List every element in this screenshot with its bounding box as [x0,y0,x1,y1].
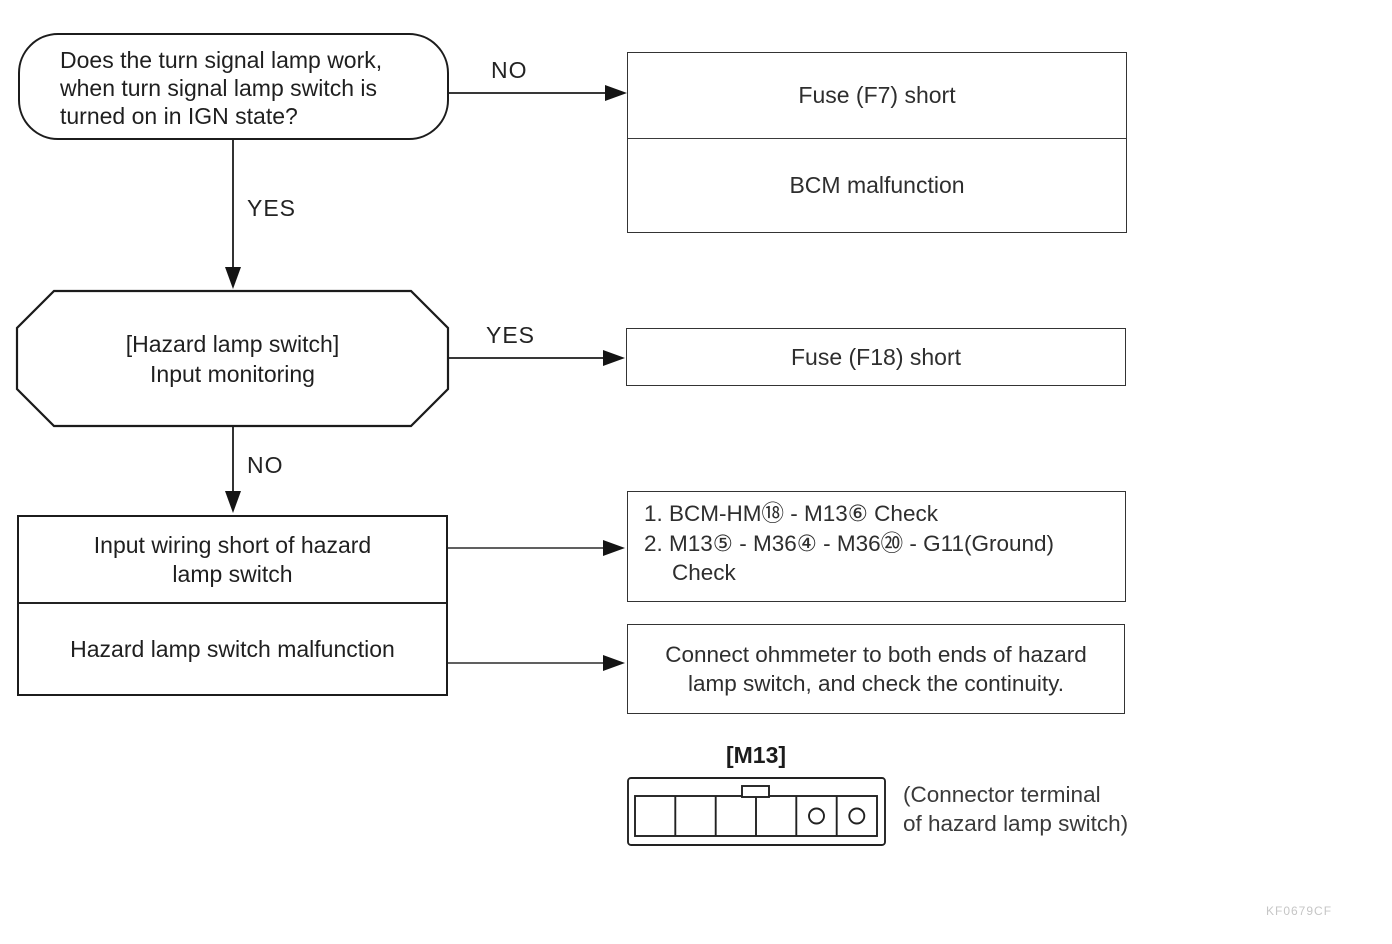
connector-caption: (Connector terminal of hazard lamp switc… [903,780,1128,838]
edge-label-no-right: NO [491,57,528,83]
result-fuse-f18: Fuse (F18) short [626,328,1126,386]
terminal-hole-5 [808,807,825,825]
cause-row-line: lamp switch [172,560,293,587]
ohmmeter-line: lamp switch, and check the continuity. [687,671,1065,696]
hazard-monitor-octagon [15,289,450,428]
edge-label-no-down: NO [247,452,284,478]
check-line-3: Check [672,560,736,585]
ohmmeter-instruction-box: Connect ohmmeter to both ends of hazard … [627,624,1125,714]
ohmmeter-line: Connect ohmmeter to both ends of hazard [665,642,1087,667]
connector-caption-line: (Connector terminal [903,782,1101,807]
check-line-2: 2. M13⑤ - M36④ - M36⑳ - G11(Ground) [644,530,1055,556]
result-row-fuse-f7: Fuse (F7) short [628,53,1126,139]
m13-connector-drawing [627,777,886,846]
question-line: when turn signal lamp switch is [60,75,378,101]
check-line-1: 1. BCM-HM⑱ - M13⑥ Check [644,501,938,526]
hazard-monitor-line: [Hazard lamp switch] [125,330,340,357]
cause-row-switch-malfunction: Hazard lamp switch malfunction [70,636,395,662]
result-row-bcm-malfunction: BCM malfunction [789,172,965,198]
arrow-cause2-right [448,655,625,671]
arrow-cause1-right [448,540,625,556]
question-node: Does the turn signal lamp work, when tur… [18,33,449,140]
hazard-monitor-line: Input monitoring [150,360,315,387]
terminal-hole-6 [848,807,866,825]
page-code-watermark: KF0679CF [1266,904,1333,918]
check-instructions-box: 1. BCM-HM⑱ - M13⑥ Check 2. M13⑤ - M36④ -… [627,491,1126,602]
question-line: turned on in IGN state? [60,103,298,129]
hazard-monitor-node: [Hazard lamp switch] Input monitoring [17,291,448,426]
edge-label-yes-right: YES [486,322,536,348]
arrow-no-right [449,85,627,101]
arrow-yes-down [225,140,241,289]
connector-title: [M13] [725,742,787,768]
cause-row-line: Input wiring short of hazard [93,531,372,558]
connector-caption-line: of hazard lamp switch) [903,811,1129,836]
arrow-yes-right [448,350,625,366]
connector-key-tab [741,785,770,798]
result-fuse-f7-bcm: Fuse (F7) short BCM malfunction [627,52,1127,233]
result-fuse-f18-label: Fuse (F18) short [791,343,961,370]
question-line: Does the turn signal lamp work, [60,47,383,73]
edge-label-yes-down: YES [247,195,297,221]
cause-row-wiring-short: Input wiring short of hazard lamp switch [19,517,446,604]
cause-node: Input wiring short of hazard lamp switch… [17,515,448,696]
arrow-no-down [225,426,241,513]
